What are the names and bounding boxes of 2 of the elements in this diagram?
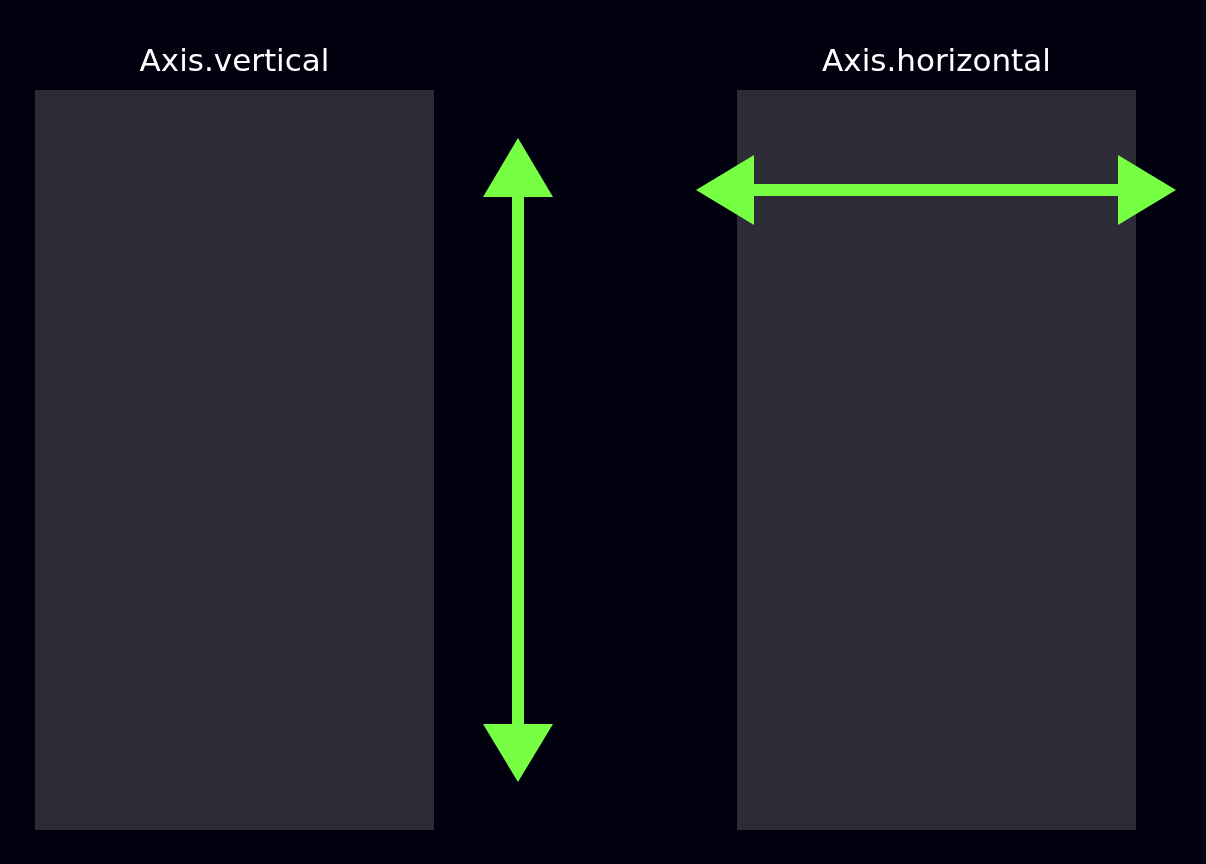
panel-heading: Axis.horizontal [821, 41, 1052, 80]
panel-heading: Axis.vertical [138, 41, 331, 80]
